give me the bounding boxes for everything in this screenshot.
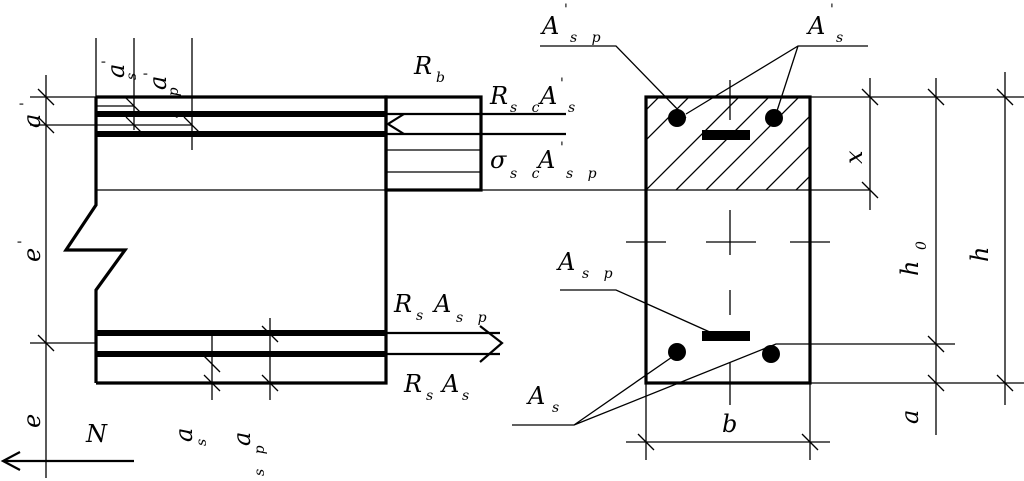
leader-As-top [685,45,868,115]
label-As-bot: A [526,382,545,410]
tick-mark [996,374,1014,392]
label-sigma-A-sup: ' [560,140,569,156]
label-h0: h [896,261,924,276]
label-Rsc-sub: s c [510,100,544,116]
label-sigma-A-sub: s p [566,166,602,182]
arrowhead-right [479,325,504,363]
leader-Asp-bot [560,289,713,334]
tick-mark [37,116,55,134]
tick-mark [801,433,819,451]
label-Rs2-A: A [440,370,459,398]
tick-mark [927,88,945,106]
tick-mark [996,88,1014,106]
label-As-top-sup: ' [830,2,839,18]
section-outline [644,95,812,385]
beam-outline [63,95,388,385]
label-As-bot-sub: s [552,400,564,416]
tick-mark [37,334,55,352]
label-as: a [170,428,198,442]
label-sigma-A: A [536,146,555,174]
label-a: a [896,410,924,424]
label-N: N [85,420,108,448]
tick-mark [183,116,201,134]
label-e: e [18,414,46,428]
label-a-prime: a [18,114,46,128]
label-asp-prime: a [144,76,172,90]
tick-mark [261,325,279,343]
label-Rs2: R [403,370,422,398]
tick-mark [37,88,55,106]
label-h0-sub: 0 [914,236,930,250]
label-Rb-sub: b [436,70,450,86]
label-Rs2-A-sub: s [462,388,474,404]
compression-stress-block [384,95,483,192]
tick-mark [203,374,221,392]
cross-section [512,45,1024,460]
label-Asp-bot: A [556,248,575,276]
label-asp-prime-sub: s p [166,82,182,118]
label-e-prime: e [18,248,46,262]
label-Asp-top-sup: ' [564,2,573,18]
label-Rs1: R [393,290,412,318]
labels: R b R s c A ' s σ s c A ' s p R s A s p … [16,2,994,476]
tick-mark [861,88,879,106]
label-Asp-top-sub: s p [570,30,606,46]
label-Rsc-A-sub: s [568,100,580,116]
label-as-prime-sub: s [124,68,140,80]
label-Rb: R [413,52,432,80]
leader-As-bot [512,343,955,426]
arrowhead-N [0,451,21,471]
label-Rs1-A: A [432,290,451,318]
label-Rs1-A-sub: s p [456,310,492,326]
label-b: b [722,410,737,438]
label-as-sub: s [194,434,210,446]
tick-mark [861,181,879,199]
label-Asp-top: A [540,12,559,40]
top-right-bar [765,109,783,127]
tick-mark [927,335,945,353]
label-asp-prime-sup: ' [142,67,158,76]
leader-Asp-top [540,45,687,119]
tick-mark [203,355,221,373]
tick-mark [125,97,143,115]
top-left-bar [668,109,686,127]
label-As-top: A [806,12,825,40]
bottom-tendon [702,331,750,341]
tick-mark [927,374,945,392]
tick-mark [261,374,279,392]
tick-mark [637,433,655,451]
label-As-top-sub: s [836,30,848,46]
label-as-prime: a [102,64,130,78]
label-e-prime-sup: ' [16,235,32,244]
label-sigma-sub: s c [510,166,544,182]
label-a-prime-sup: ' [18,97,34,106]
top-tendon [702,130,750,140]
compression-zone-hatch [646,97,810,190]
label-Rs2-sub: s [426,388,438,404]
bottom-right-bar [762,345,780,363]
label-Asp-bot-sub: s p [582,266,618,282]
label-sigma: σ [490,146,507,174]
arrowhead-left [385,113,405,135]
label-h: h [966,247,994,262]
longitudinal-section [0,38,870,478]
label-asp: a [228,432,256,446]
label-Rs1-sub: s [416,308,428,324]
label-Rsc-A: A [538,82,557,110]
label-Rsc: R [489,82,508,110]
label-x: x [840,150,868,164]
tick-mark [125,116,143,134]
label-Rsc-A-sup: ' [560,76,569,92]
label-as-prime-sup: ' [100,55,116,64]
label-asp-sub: s p [252,440,268,476]
